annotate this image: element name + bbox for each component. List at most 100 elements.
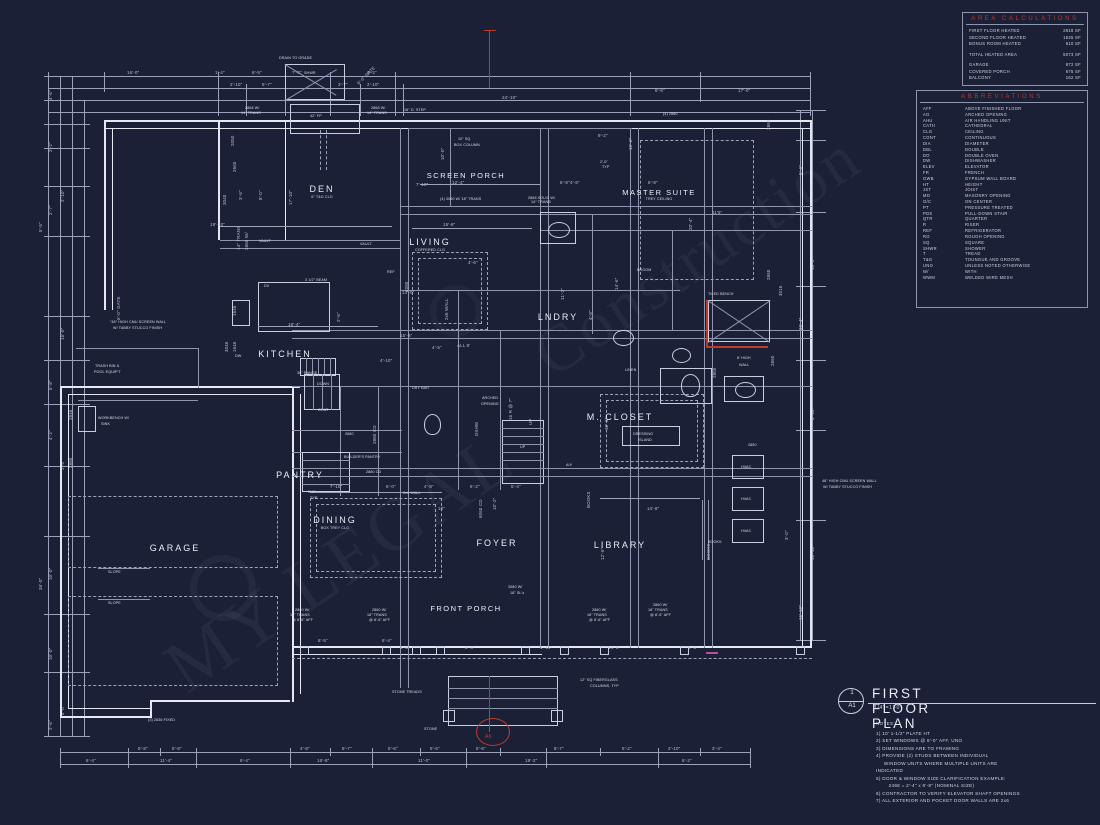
annotation: @ 8'-6" AFF [292,618,313,622]
annotation: 2x6 WALL [403,491,421,495]
annotation: 18" TRANS [648,608,668,612]
annotation: REF [387,270,395,274]
general-notes: 1) 10' 1-1/2" PLATE HT 2) SET WINDOWS @ … [876,731,1020,803]
annotation: 14" TRANS [367,111,387,115]
abbreviation-key: T&G [923,257,933,263]
abbreviation-definition: PULL-DOWN STAIR [965,210,1008,216]
abbreviation-definition: SHOWER [965,245,986,251]
annotation: 2868 SOLID W/ [528,196,556,200]
bubble-divider [839,701,863,702]
annotation: HVAC [741,465,752,469]
abbreviation-definition: DOUBLE [965,146,984,152]
abbreviation-key: ELEV [923,164,935,170]
annotation: A/V [566,463,573,467]
room-name: GARAGE [149,543,201,553]
annotation: BOOKS [708,540,722,544]
annotation: 10" SQ [458,137,471,141]
area-row-value: 1645 SF [1063,34,1081,40]
abbreviation-definition: ABOVE FINISHED FLOOR [965,106,1022,111]
abbreviation-definition: QUARTER [965,216,988,222]
abbreviation-definition: TREAD [965,251,981,257]
annotation: STONE TREADS [392,690,422,694]
abbreviation-key: REF [923,228,933,234]
annotation: 36" RANGE [297,371,318,375]
annotation: POOL EQUIP'T [94,370,121,374]
area-row-label: BALCONY [969,75,992,80]
abbreviations-title: ABBREVIATIONS [961,94,1043,100]
abbreviation-key: DBL [923,146,933,152]
area-row-label: SECOND FLOOR HEATED [969,34,1027,40]
abbreviation-definition: ARCHED OPENING [965,111,1008,117]
room-name: PANTRY [276,470,324,480]
detail-number: 1 [850,690,854,696]
annotation: 12" SQ FIBERGLASS [580,678,618,682]
abbreviation-key: GWB [923,175,934,181]
annotation: @ 8'-6" AFF [589,618,610,622]
room-name: DEN [309,184,335,194]
annotation: VAULT [360,242,372,246]
abbreviation-definition: AIR HANDLING UNIT [965,117,1011,123]
room-name: FRONT PORCH [430,604,502,613]
detail-bubble: 1 A1 [838,688,864,714]
room-name: M. CLOSET [586,412,654,422]
annotation: ISLAND [638,438,652,442]
abbreviation-key: UNO [923,262,934,268]
annotation: SHWR [304,71,316,75]
area-row-label: FIRST FLOOR HEATED [969,28,1020,33]
annotation: COLUMNS, TYP [590,684,619,688]
room-ceiling-note: TREY CEILING [645,197,673,202]
abbreviation-definition: DIAMETER [965,140,989,146]
annotation: DRY BAR [412,386,429,390]
annotation: DRESSING [633,432,654,436]
abbreviation-definition: WITH [965,268,977,274]
area-row-value: 5073 SF [1063,51,1081,57]
annotation: "48" HIGH CMU SCREEN WALL [110,320,167,324]
divider [966,24,1084,25]
sheet-number: A1 [848,703,856,709]
annotation: HVAC [741,529,752,533]
abbreviation-key: PT [923,204,929,210]
annotation: (4) 3060 W/ 18" TRANS [440,197,482,201]
annotation: TYP [602,165,610,169]
abbreviation-key: RO [923,233,930,239]
abbreviation-definition: SQUARE [965,239,985,245]
annotation: 18" TRANS [290,613,310,617]
annotation: LINEN [625,368,637,372]
annotation: 42" FP [310,114,322,118]
area-row-label: COVERED PORCH [969,68,1010,74]
annotation: 2880 CD [366,470,382,474]
abbreviation-definition: HEIGHT [965,181,983,187]
room-name: LIBRARY [593,540,647,550]
room-name: KITCHEN [258,349,312,359]
room-name: MASTER SUITE [622,188,696,197]
room-name: FOYER [476,538,518,548]
room-screen-porch: SCREEN PORCH [427,171,505,180]
annotation: SLOPE [108,570,121,574]
abbreviation-definition: UNLESS NOTED OTHERWISE [965,262,1031,268]
abbreviation-key: AFF [923,106,932,111]
abbreviation-definition: MASONRY OPENING [965,193,1011,199]
abbreviation-key: PDS [923,210,933,216]
annotation: DV [264,284,270,288]
abbreviation-key: JST [923,187,932,193]
annotation: 2'-0" [600,160,608,164]
notes-heading: NOTES: [876,721,895,726]
annotation: 16" D. STEP [404,108,426,112]
